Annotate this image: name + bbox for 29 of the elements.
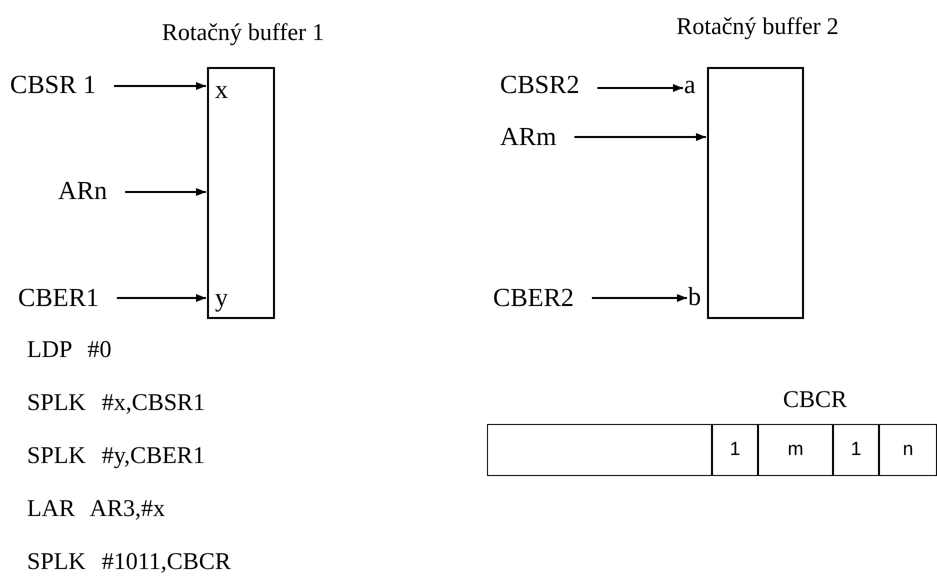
register-bit-cell: n xyxy=(879,424,937,476)
register-bit-cell: 1 xyxy=(833,424,879,476)
cell-address: x xyxy=(215,77,228,103)
register-name: b xyxy=(688,284,701,310)
register-name: CBSR 1 xyxy=(10,72,96,98)
code-line: SPLK #y,CBER1 xyxy=(27,444,205,468)
register-name: CBER2 xyxy=(493,285,574,311)
register-name: ARn xyxy=(58,178,108,204)
register-title: CBCR xyxy=(782,388,848,412)
buffer-title: Rotačný buffer 1 xyxy=(160,21,326,45)
register-name: CBER1 xyxy=(18,285,99,311)
code-line: SPLK #1011,CBCR xyxy=(27,550,231,574)
code-line: LDP #0 xyxy=(27,338,112,362)
buffer-title: Rotačný buffer 2 xyxy=(675,15,840,39)
register-bit-cell: 1 xyxy=(712,424,758,476)
arrow xyxy=(598,84,683,92)
cell-address: y xyxy=(215,285,228,311)
register-name: a xyxy=(684,72,696,98)
arrow xyxy=(114,82,206,90)
arrow xyxy=(592,294,687,302)
arrow xyxy=(574,133,706,141)
register-bit-cell xyxy=(487,424,712,476)
code-line: SPLK #x,CBSR1 xyxy=(27,391,206,415)
register-name: CBSR2 xyxy=(500,72,580,98)
register-name: ARm xyxy=(500,124,556,150)
arrow xyxy=(125,188,206,196)
register-bit-cell: m xyxy=(758,424,833,476)
arrow xyxy=(116,294,206,302)
code-line: LAR AR3,#x xyxy=(27,497,166,521)
